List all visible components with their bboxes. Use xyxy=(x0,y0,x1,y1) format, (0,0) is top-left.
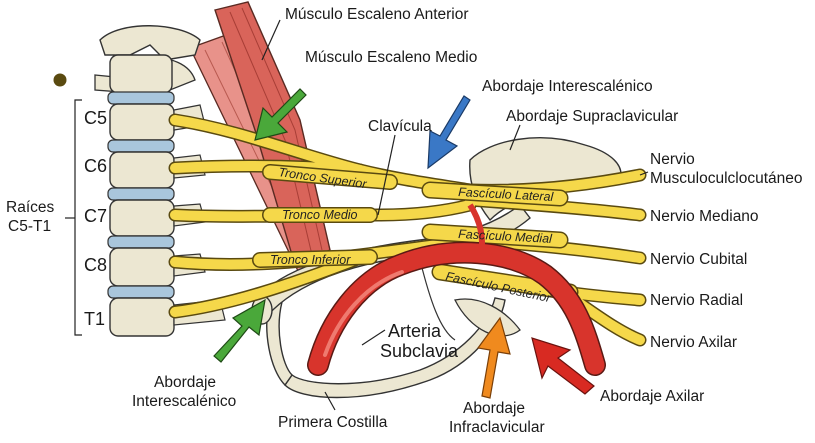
label-nervio-musculo-2: Musculoculclocutáneo xyxy=(650,170,803,187)
label-nervio-musculo-1: Nervio xyxy=(650,151,695,168)
label-c6: C6 xyxy=(84,156,107,176)
label-tronco-inferior: Tronco Inferior xyxy=(270,253,351,267)
label-c5: C5 xyxy=(84,108,107,128)
label-abordaje-supraclavicular: Abordaje Supraclavicular xyxy=(506,108,678,125)
label-abordaje-axilar: Abordaje Axilar xyxy=(600,388,704,405)
label-raices: Raíces xyxy=(6,199,54,216)
label-raices-range: C5-T1 xyxy=(8,218,51,235)
label-abordaje-interescalenico-bottom-1: Abordaje xyxy=(154,374,216,391)
label-nervio-cubital: Nervio Cubital xyxy=(650,251,747,268)
label-escaleno-anterior: Músculo Escaleno Anterior xyxy=(285,6,469,23)
label-tronco-medio: Tronco Medio xyxy=(282,208,358,222)
label-primera-costilla: Primera Costilla xyxy=(278,414,388,431)
arrow-interescalenico-top xyxy=(428,96,470,168)
label-nervio-radial: Nervio Radial xyxy=(650,292,743,309)
label-abordaje-interescalenico-bottom-2: Interescalénico xyxy=(132,393,236,410)
label-abordaje-interescalenico-top: Abordaje Interescalénico xyxy=(482,78,653,95)
label-nervio-mediano: Nervio Mediano xyxy=(650,208,759,225)
label-abordaje-infraclavicular-1: Abordaje xyxy=(463,400,525,417)
label-clavicula: Clavícula xyxy=(368,118,432,135)
label-escaleno-medio: Músculo Escaleno Medio xyxy=(305,49,477,66)
label-t1: T1 xyxy=(84,309,105,329)
label-nervio-axilar: Nervio Axilar xyxy=(650,334,737,351)
label-c8: C8 xyxy=(84,255,107,275)
label-c7: C7 xyxy=(84,206,107,226)
label-abordaje-infraclavicular-2: Infraclavicular xyxy=(449,419,545,436)
label-subclavia: Subclavia xyxy=(380,341,459,361)
label-arteria: Arteria xyxy=(388,321,442,341)
